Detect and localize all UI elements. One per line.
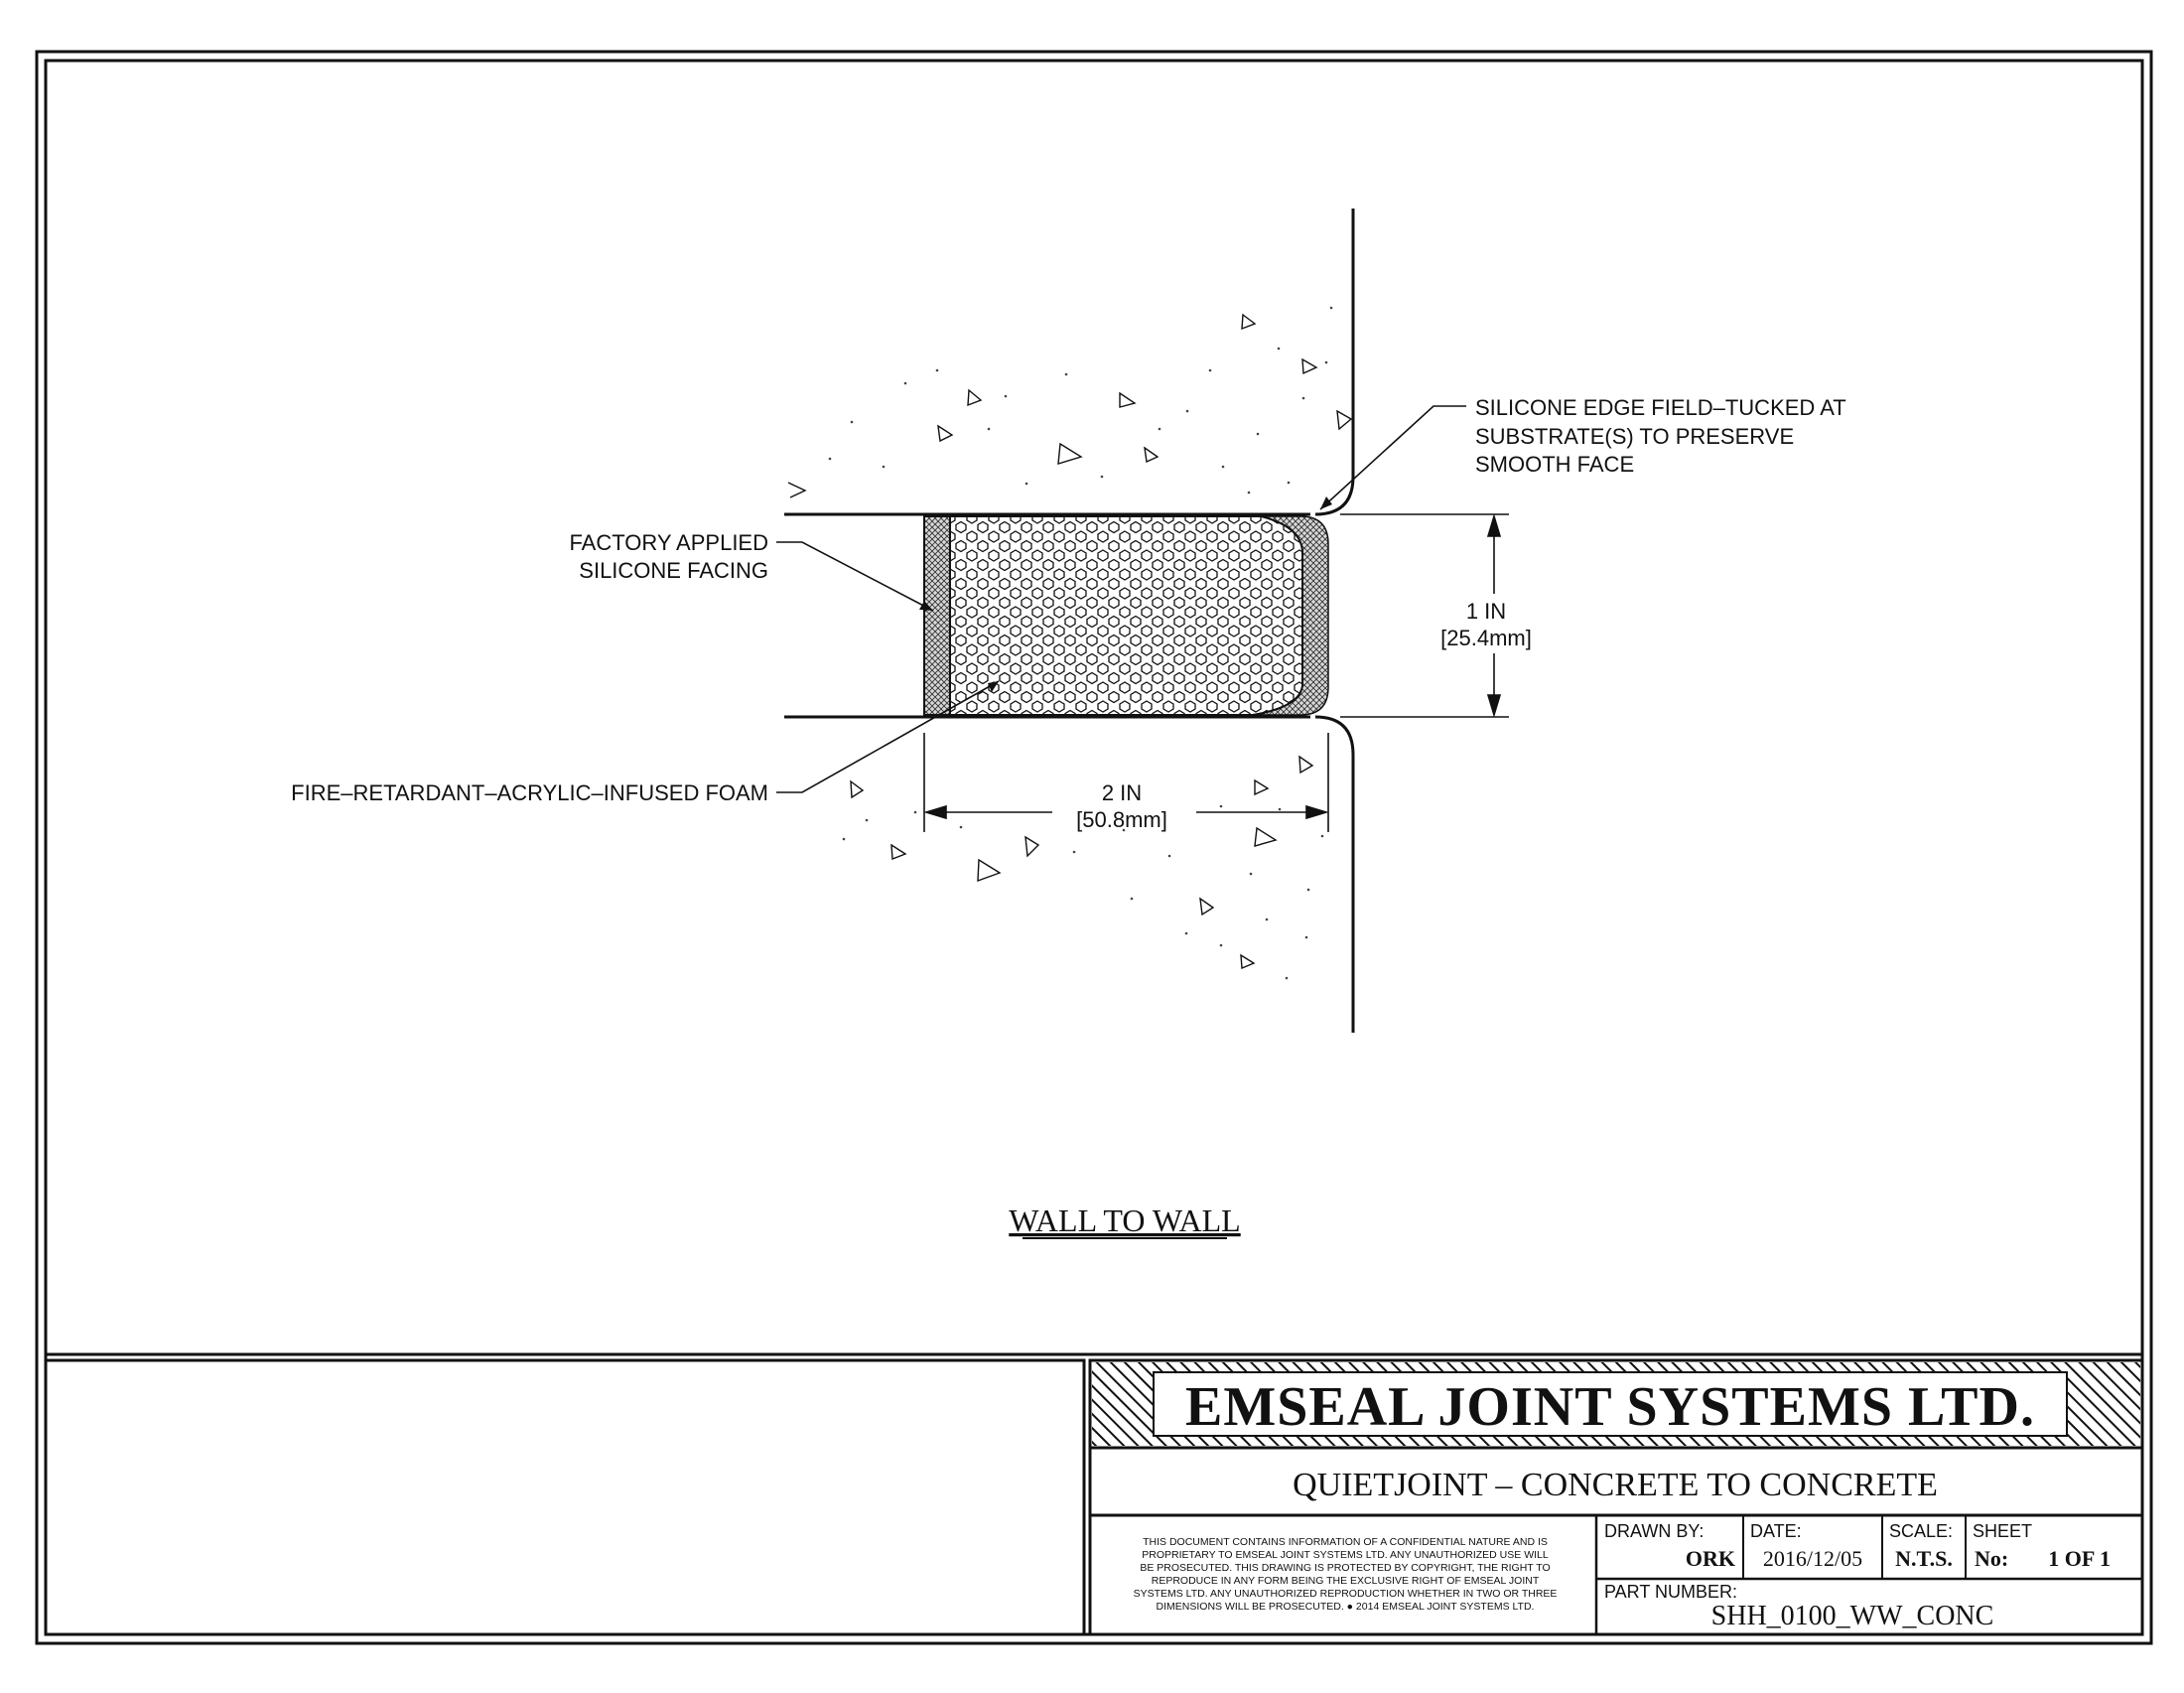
- callout-silicone-edge-line1: SILICONE EDGE FIELD–TUCKED AT: [1475, 395, 1846, 420]
- callout-silicone-edge-line3: SMOOTH FACE: [1475, 452, 1634, 477]
- leader-arrow-silicone-edge: [1320, 496, 1332, 509]
- height-dimension: [1340, 513, 1509, 718]
- notes-box: [44, 1358, 1086, 1636]
- leader-arrow-factory-facing: [919, 601, 933, 611]
- svg-text:PROPRIETARY TO EMSEAL JOINT SY: PROPRIETARY TO EMSEAL JOINT SYSTEMS LTD.…: [1142, 1549, 1549, 1561]
- svg-text:DIMENSIONS WILL BE PROSECUTED.: DIMENSIONS WILL BE PROSECUTED. ● 2014 EM…: [1157, 1601, 1535, 1613]
- width-dim-inches: 2 IN: [1102, 780, 1142, 805]
- width-dimension: [923, 733, 1329, 832]
- height-dim-mm: [25.4mm]: [1440, 626, 1532, 650]
- callout-factory-facing-line1: FACTORY APPLIED: [569, 530, 768, 555]
- sheet-no-label: No:: [1975, 1546, 2008, 1571]
- joint-detail: 1 IN [25.4mm] 2 IN [50.8mm] SILICONE EDG…: [291, 209, 1846, 1033]
- concrete-dots-upper: [828, 306, 1333, 494]
- project-title: QUIETJOINT – CONCRETE TO CONCRETE: [1293, 1467, 1938, 1503]
- sheet-label: SHEET: [1973, 1521, 2032, 1541]
- view-title: WALL TO WALL: [1009, 1202, 1240, 1238]
- concrete-dots-lower: [842, 804, 1324, 980]
- concrete-aggregate-lower: [850, 755, 1314, 970]
- width-dim-mm: [50.8mm]: [1076, 807, 1167, 832]
- svg-text:BE PROSECUTED. THIS DRAWING IS: BE PROSECUTED. THIS DRAWING IS PROTECTED…: [1140, 1562, 1550, 1574]
- leader-arrow-foam: [988, 681, 999, 692]
- title-block: EMSEAL JOINT SYSTEMS LTD. QUIETJOINT – C…: [1088, 1358, 2144, 1636]
- wall-edge-upper: [1314, 209, 1355, 516]
- company-name-box: [1153, 1371, 2068, 1437]
- part-number-value: SHH_0100_WW_CONC: [1711, 1601, 1994, 1631]
- scale-value: N.T.S.: [1895, 1546, 1953, 1571]
- drawn-by-value: ORK: [1686, 1546, 1735, 1571]
- disclaimer-text: THIS DOCUMENT CONTAINS INFORMATION OF A …: [1134, 1536, 1558, 1613]
- concrete-aggregate-upper: [787, 313, 1353, 498]
- scale-label: SCALE:: [1889, 1521, 1953, 1541]
- foam-body: [949, 515, 1303, 716]
- silicone-facing-left: [923, 515, 951, 716]
- callout-foam: FIRE–RETARDANT–ACRYLIC–INFUSED FOAM: [291, 780, 768, 805]
- leader-lines: [776, 405, 1466, 793]
- callout-silicone-edge-line2: SUBSTRATE(S) TO PRESERVE: [1475, 424, 1794, 449]
- height-dim-inches: 1 IN: [1466, 599, 1506, 624]
- date-value: 2016/12/05: [1763, 1546, 1862, 1571]
- outer-border: [35, 50, 2153, 1645]
- company-name: EMSEAL JOINT SYSTEMS LTD.: [1185, 1376, 2035, 1438]
- svg-text:REPRODUCE IN ANY FORM BEING TH: REPRODUCE IN ANY FORM BEING THE EXCLUSIV…: [1152, 1575, 1540, 1587]
- date-label: DATE:: [1750, 1521, 1802, 1541]
- part-number-label: PART NUMBER:: [1604, 1582, 1737, 1602]
- callout-factory-facing-line2: SILICONE FACING: [579, 558, 768, 583]
- svg-text:THIS DOCUMENT CONTAINS INFORMA: THIS DOCUMENT CONTAINS INFORMATION OF A …: [1143, 1536, 1548, 1548]
- svg-text:SYSTEMS LTD. ANY UNAUTHORIZED: SYSTEMS LTD. ANY UNAUTHORIZED REPRODUCTI…: [1134, 1588, 1558, 1600]
- sheet-value: 1 OF 1: [2048, 1546, 2111, 1571]
- wall-edge-lower: [1314, 715, 1355, 1033]
- drawn-by-label: DRAWN BY:: [1604, 1521, 1704, 1541]
